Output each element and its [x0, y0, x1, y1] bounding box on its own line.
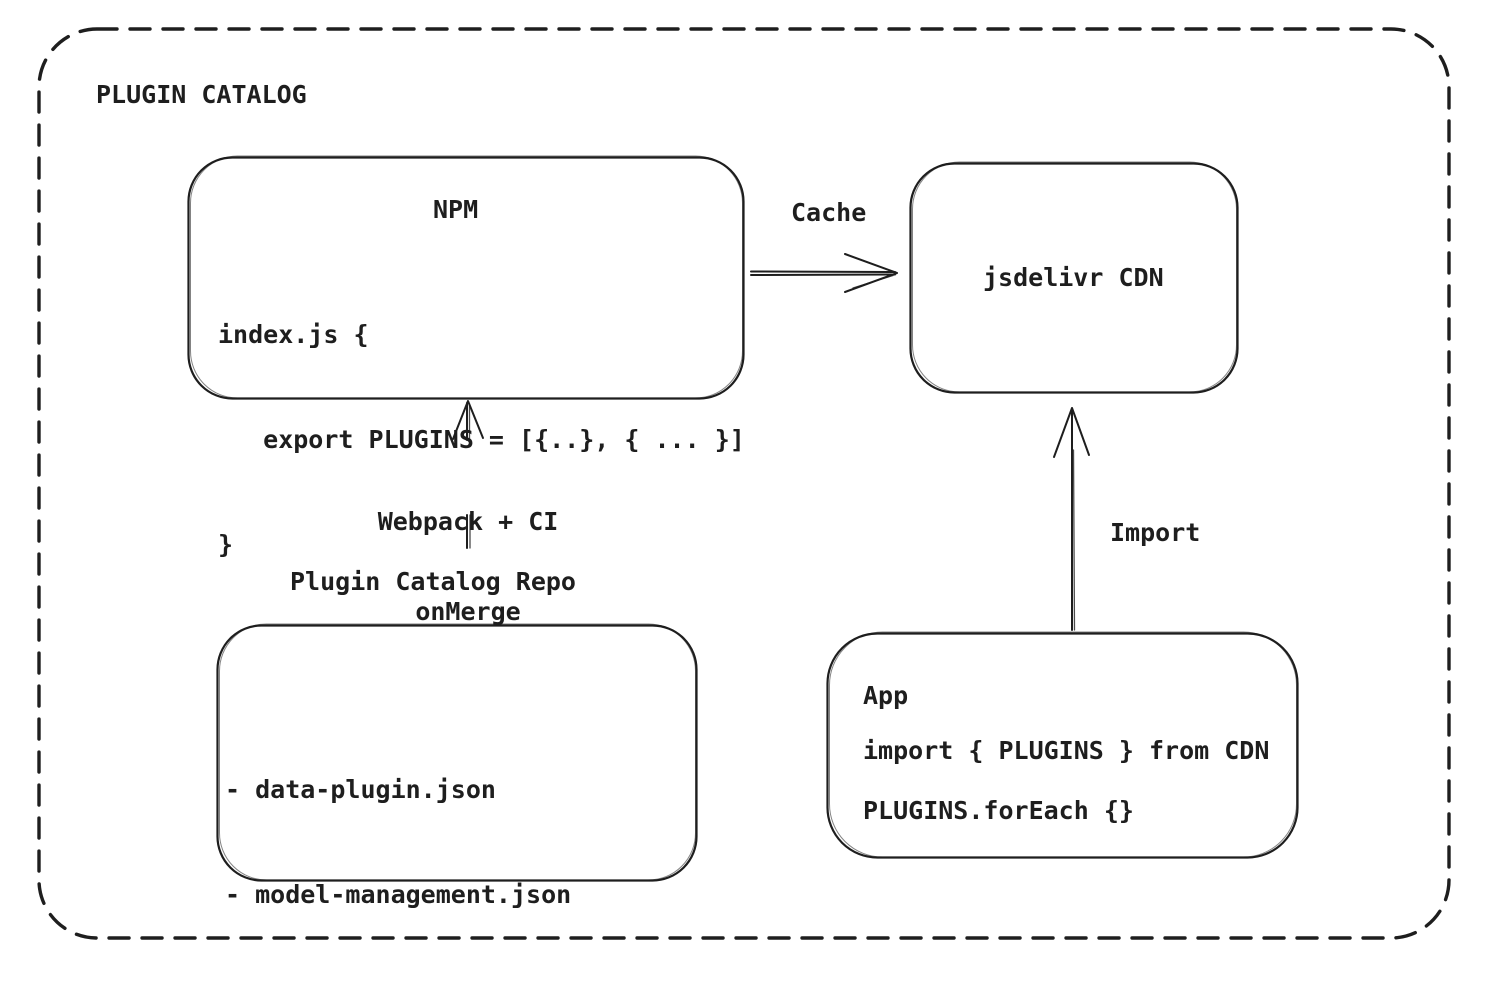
npm-code-line: index.js {	[218, 320, 369, 349]
npm-code-line: export PLUGINS = [{..}, { ... }]	[218, 425, 745, 454]
import-arrow	[1053, 407, 1090, 631]
repo-file: - data-plugin.json	[225, 775, 496, 804]
repo-box	[216, 623, 698, 882]
cache-arrow	[750, 253, 898, 293]
cdn-box	[909, 161, 1239, 394]
npm-title: NPM	[433, 195, 479, 224]
npm-code: index.js { export PLUGINS = [{..}, { ...…	[218, 247, 745, 632]
catalog-boundary	[37, 27, 1451, 940]
import-label: Import	[1110, 518, 1201, 547]
repo-file: ...	[225, 985, 271, 1002]
repo-file-list: - data-plugin.json - model-management.js…	[225, 702, 571, 1002]
app-foreach-line: PLUGINS.forEach {}	[863, 796, 1134, 825]
cache-label: Cache	[791, 198, 867, 227]
npm-box	[187, 155, 745, 400]
build-arrow	[452, 400, 484, 549]
app-title: App	[863, 681, 909, 710]
build-label-line: Webpack + CI	[377, 507, 559, 536]
app-box	[826, 631, 1299, 859]
repo-heading: Plugin Catalog Repo	[290, 567, 576, 596]
repo-file: - model-management.json	[225, 880, 572, 909]
build-label-line: onMerge	[415, 597, 521, 626]
catalog-title: PLUGIN CATALOG	[96, 80, 307, 109]
cdn-label: jsdelivr CDN	[983, 263, 1164, 292]
npm-code-line: }	[218, 530, 234, 559]
build-label: Webpack + CI onMerge	[318, 447, 618, 687]
app-import-line: import { PLUGINS } from CDN	[863, 736, 1270, 765]
